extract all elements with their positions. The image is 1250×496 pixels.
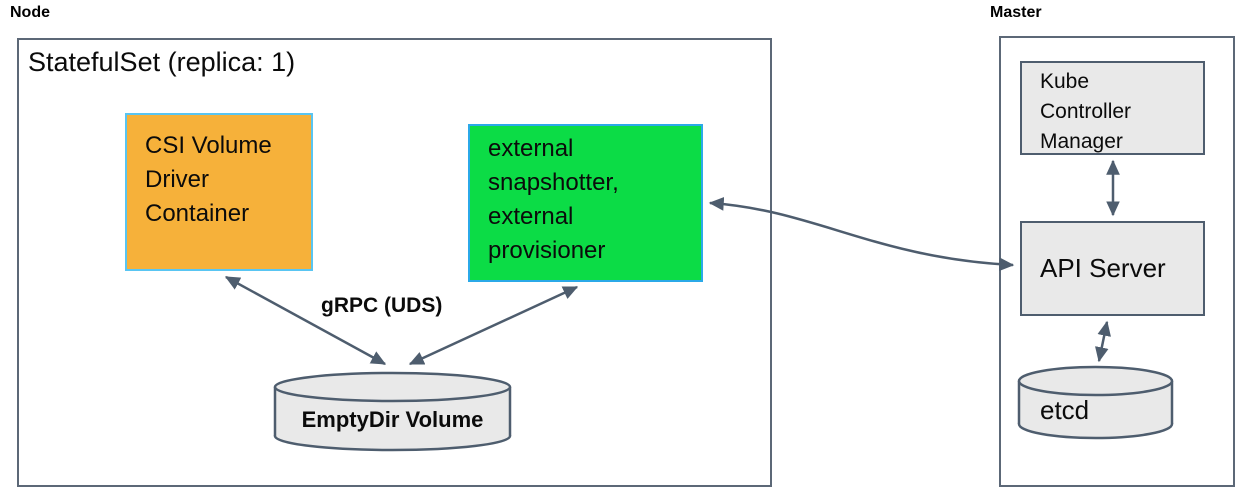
statefulset-title: StatefulSet (replica: 1) <box>28 47 296 77</box>
grpc-uds-edge-label: gRPC (UDS) <box>321 294 443 317</box>
kube-controller-manager-box: Kube Controller Manager <box>1020 61 1205 155</box>
api-server-box: API Server <box>1020 221 1205 316</box>
external-snapshotter-provisioner-box: external snapshotter, external provision… <box>468 124 703 282</box>
master-section-label: Master <box>990 4 1042 21</box>
csi-volume-driver-container-box: CSI Volume Driver Container <box>125 113 313 271</box>
etcd-label: etcd <box>1040 395 1090 425</box>
node-section-label: Node <box>10 4 50 21</box>
emptydir-volume-label: EmptyDir Volume <box>301 407 484 432</box>
